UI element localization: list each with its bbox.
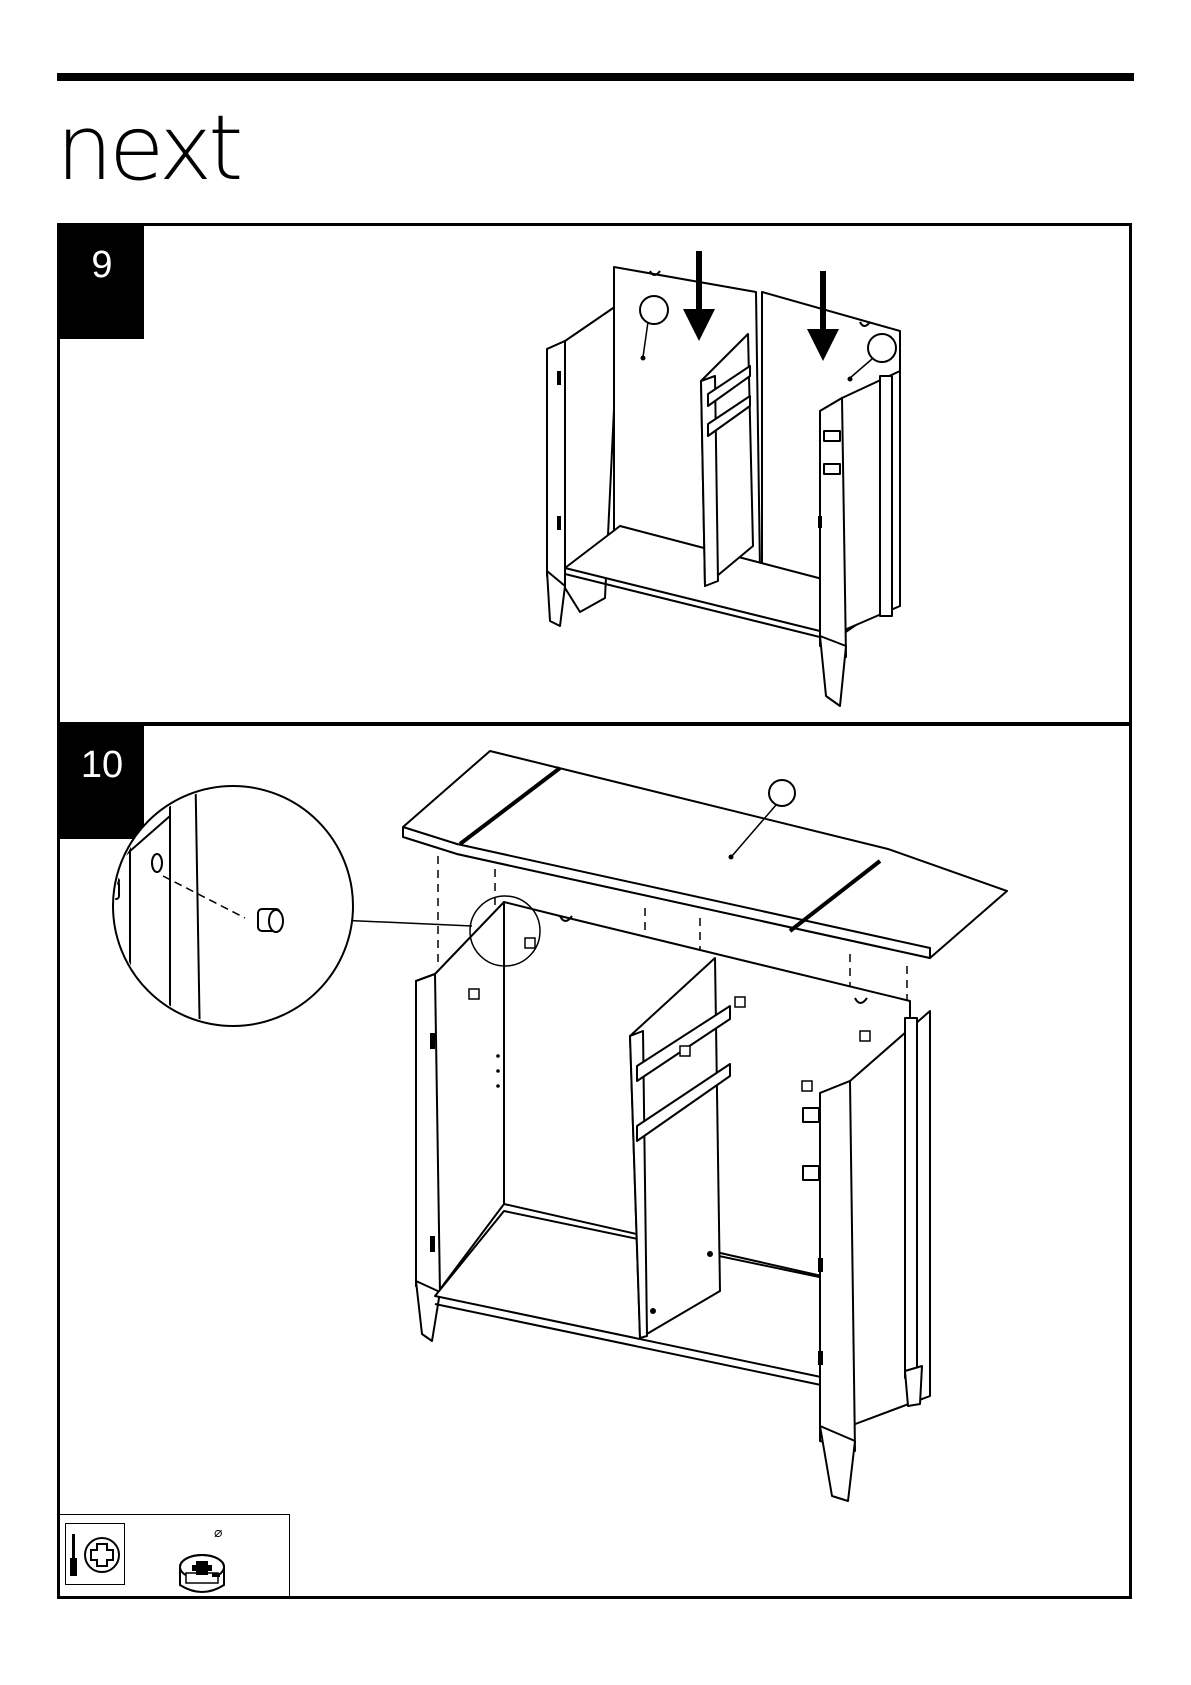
step-9-panel: 9 (57, 223, 1132, 725)
brand-logo: next (56, 104, 239, 194)
step-10-panel: 10 (57, 723, 1132, 1599)
step-10-assembly-diagram (60, 726, 1129, 1596)
cam-lock-icon (172, 1539, 232, 1597)
screwdriver-icon (66, 1524, 126, 1586)
tools-legend: ⌀ (57, 1514, 290, 1599)
top-rule (57, 73, 1134, 81)
screwdriver-box (65, 1523, 125, 1585)
step-9-assembly-diagram (60, 226, 1129, 722)
